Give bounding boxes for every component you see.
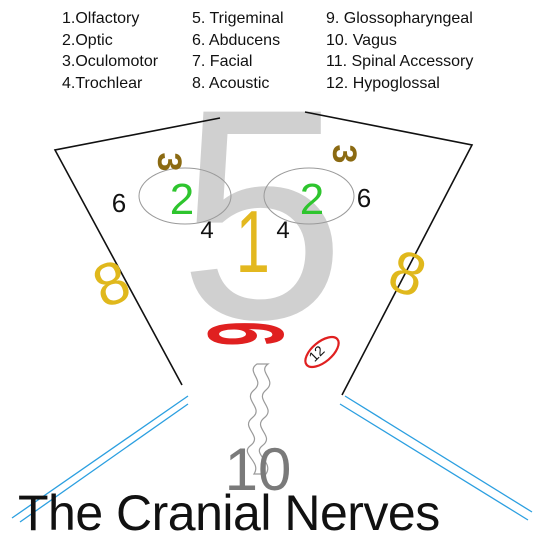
right-eye-oval <box>263 167 355 225</box>
legend-item: 6. Abducens <box>192 31 281 49</box>
legend-item: 7. Facial <box>192 53 253 70</box>
nerve-6-left-label: 6 <box>112 188 126 218</box>
legend-item: 5. Trigeminal <box>192 10 284 27</box>
legend-item: 8. Acoustic <box>192 74 270 92</box>
nerve-11-right-lines <box>339 395 533 521</box>
nerve-11-left-lines <box>11 395 189 523</box>
nerve-12-loop <box>304 335 340 369</box>
legend-item: 10. Vagus <box>326 31 397 49</box>
page-title: The Cranial Nerves <box>18 485 440 541</box>
legend-item: 2.Optic <box>62 31 113 49</box>
legend-item: 9. Glossopharyngeal <box>326 10 473 27</box>
nerve-1-label: 1 <box>236 193 270 291</box>
nerve-2-right-label: 2 <box>300 175 324 224</box>
nerve-3-right-label: 3 <box>325 145 363 164</box>
head-outline-left <box>53 117 221 386</box>
legend-column-3: 9. Glossopharyngeal 10. Vagus 11. Spinal… <box>326 8 473 94</box>
nerve-8-left-label: 8 <box>84 246 138 320</box>
left-eye-oval <box>138 167 232 225</box>
vagus-nerve-squiggle <box>246 363 271 475</box>
nerve-8-right-label: 8 <box>380 236 434 310</box>
legend-column-1: 1.Olfactory 2.Optic 3.Oculomotor 4.Troch… <box>62 8 158 94</box>
nerve-2-left-label: 2 <box>170 175 194 224</box>
legend-item: 4.Trochlear <box>62 74 143 92</box>
legend-item: 3.Oculomotor <box>62 53 159 70</box>
legend-item: 1.Olfactory <box>62 10 140 27</box>
legend-item: 11. Spinal Accessory <box>326 53 474 70</box>
nerve-9-label: 9 <box>186 322 306 346</box>
nerve-10-label: 10 <box>225 436 292 503</box>
nerve-4-right-label: 4 <box>276 217 289 244</box>
legend-column-2: 5. Trigeminal 6. Abducens 7. Facial 8. A… <box>192 8 284 94</box>
legend-item: 12. Hypoglossal <box>326 74 440 92</box>
nerve-4-left-label: 4 <box>200 217 213 244</box>
nerve-5-label: 5 <box>179 46 346 382</box>
nerve-3-left-label: 3 <box>150 153 188 172</box>
nerve-6-right-label: 6 <box>357 183 371 213</box>
head-outline-right <box>304 111 474 396</box>
